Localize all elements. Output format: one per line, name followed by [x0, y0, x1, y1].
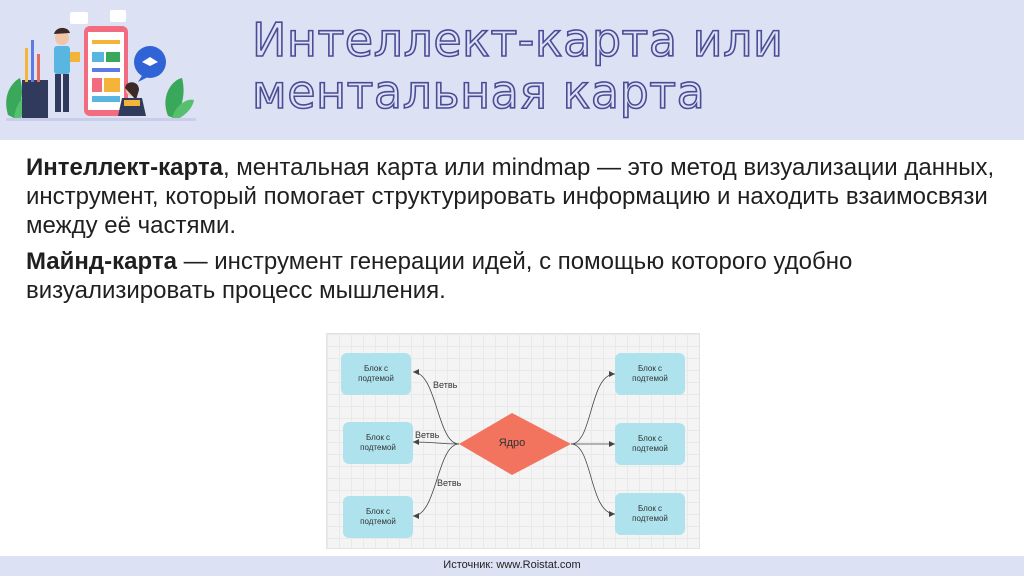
mindmap-diagram: Ядро Блок с подтемой Блок с подтемой Бло…: [326, 333, 700, 549]
term-mind-map: Майнд-карта: [26, 248, 177, 275]
page-title: Интеллект-карта или ментальная карта: [251, 13, 1012, 119]
study-illustration: [6, 10, 196, 121]
branch-label-bottom: Ветвь: [437, 478, 462, 488]
connector-left-bottom: [412, 443, 460, 517]
branch-label-middle: Ветвь: [415, 430, 440, 440]
connector-left-middle: [412, 441, 460, 445]
definition-paragraph-2: Майнд-карта — инструмент генерации идей,…: [26, 247, 1016, 305]
definition-paragraph-1: Интеллект-карта, ментальная карта или mi…: [26, 153, 1016, 240]
topic-block-left-middle: Блок с подтемой: [343, 422, 413, 464]
source-caption: Источник: www.Roistat.com: [443, 559, 581, 571]
content-text: Интеллект-карта, ментальная карта или mi…: [26, 153, 1016, 312]
branch-label-top: Ветвь: [433, 380, 458, 390]
header-banner: Интеллект-карта или ментальная карта: [0, 0, 1024, 140]
term-intellect-map: Интеллект-карта: [26, 154, 223, 181]
footer-bar: Источник: www.Roistat.com: [0, 556, 1024, 576]
topic-block-right-bottom: Блок с подтемой: [615, 493, 685, 535]
topic-block-left-bottom: Блок с подтемой: [343, 496, 413, 538]
diagram-connectors: [412, 369, 616, 519]
definition-text-1: , ментальная карта или mindmap — это мет…: [26, 154, 995, 239]
connector-left-top: [412, 371, 460, 445]
definition-text-2: — инструмент генерации идей, с помощью к…: [26, 248, 853, 304]
topic-block-right-top: Блок с подтемой: [615, 353, 685, 395]
connector-right-bottom: [570, 443, 616, 515]
core-label: Ядро: [498, 437, 526, 449]
title-line-1: Интеллект-карта или: [251, 13, 784, 67]
topic-block-right-middle: Блок с подтемой: [615, 423, 685, 465]
core-node: [459, 413, 571, 475]
connector-right-top: [570, 373, 616, 445]
topic-block-left-top: Блок с подтемой: [341, 353, 411, 395]
title-line-2: ментальная карта: [251, 65, 706, 119]
